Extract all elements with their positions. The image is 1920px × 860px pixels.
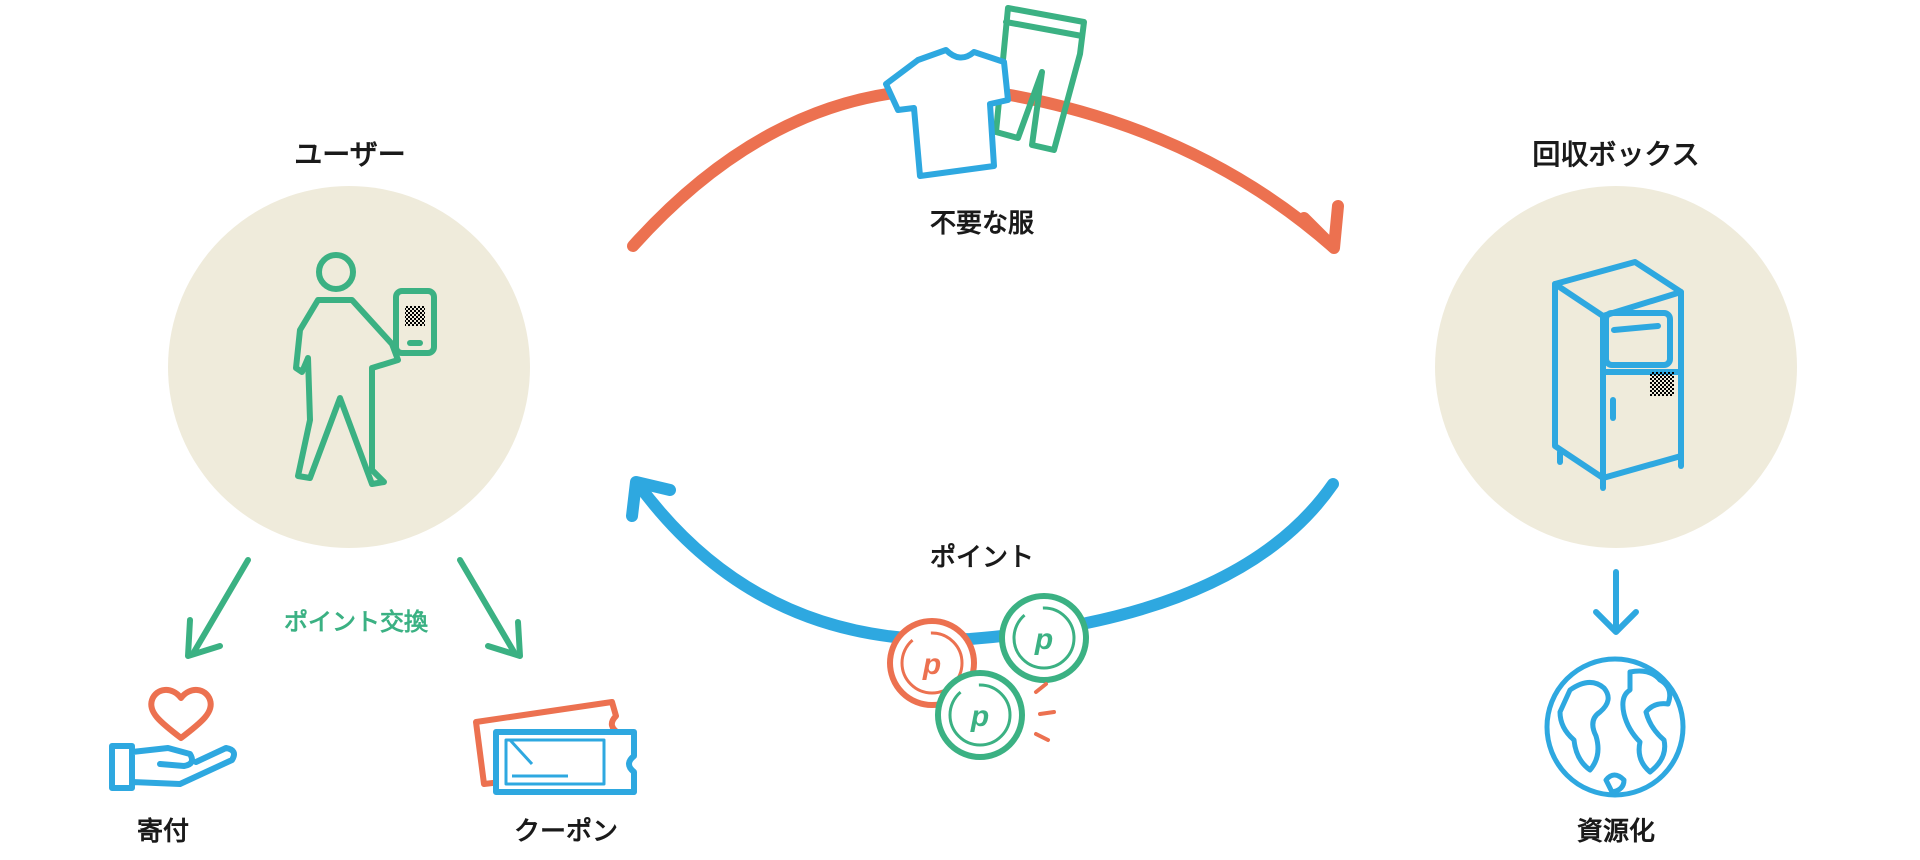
box-label: 回収ボックス	[1532, 138, 1699, 171]
exchange-label: ポイント交換	[284, 608, 429, 636]
pants-icon	[993, 5, 1087, 153]
coin-green-top-glyph: p	[1034, 623, 1053, 656]
tshirt-and-pants-icon: 不要な服	[883, 5, 1087, 239]
coin-green-top: p	[999, 593, 1089, 683]
recycle-label: 資源化	[1577, 817, 1655, 847]
coupon-label: クーポン	[514, 816, 618, 847]
exchange-arrow-left	[191, 557, 251, 655]
exchange-arrow-right	[457, 557, 517, 655]
points-flow-arrow	[626, 476, 1339, 646]
recycle-arrow	[1593, 569, 1639, 635]
clothes-label: 不要な服	[930, 209, 1035, 239]
point-coins-icon: p p p	[887, 593, 1089, 760]
points-label: ポイント	[930, 542, 1034, 573]
sparkle-icon	[1034, 682, 1056, 742]
person-with-phone-icon	[293, 252, 437, 487]
coupon-tickets-icon	[473, 699, 637, 795]
hand-icon	[109, 743, 237, 791]
heart-icon	[148, 687, 214, 741]
collection-box-node: 回収ボックス	[1435, 138, 1797, 548]
heart-in-hand-icon	[109, 687, 237, 791]
globe-icon	[1544, 656, 1686, 798]
tshirt-icon	[883, 47, 1011, 179]
coin-orange-glyph: p	[922, 648, 941, 681]
user-circle	[168, 186, 530, 548]
qr-code-icon	[405, 306, 425, 326]
donation-label: 寄付	[137, 816, 189, 847]
coin-green-bottom: p	[935, 670, 1025, 760]
box-qr-code-icon	[1650, 372, 1674, 396]
user-node: ユーザー	[168, 138, 530, 548]
exchange-arrows	[185, 557, 523, 659]
coin-green-bottom-glyph: p	[970, 700, 989, 733]
user-label: ユーザー	[294, 138, 405, 171]
